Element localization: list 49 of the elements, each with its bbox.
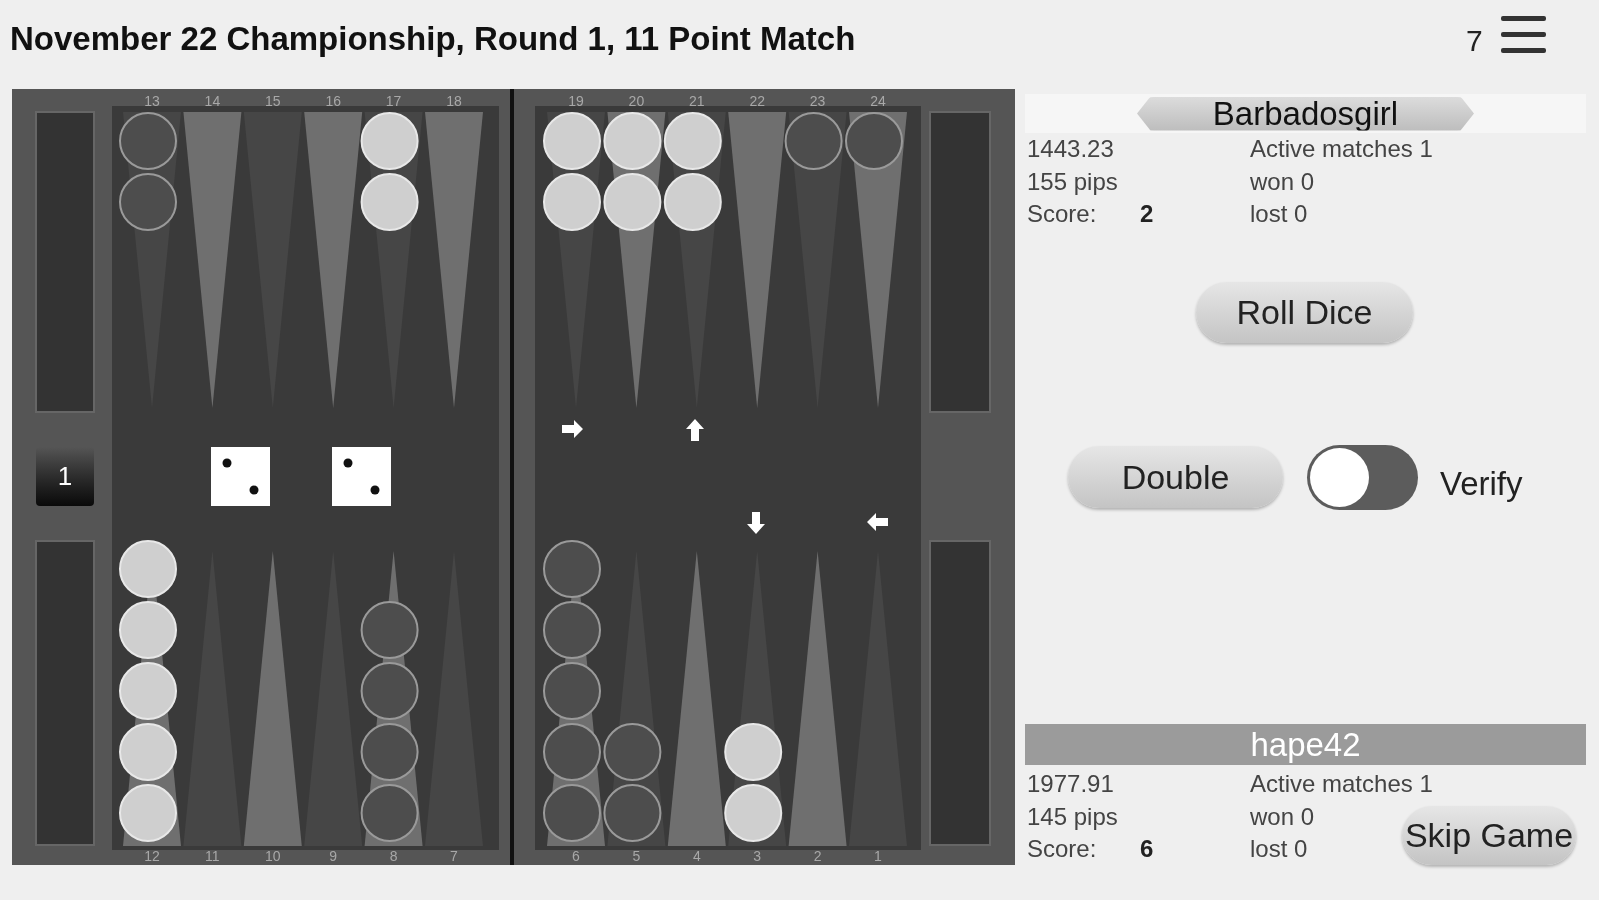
stat-text: 145 pips — [1027, 803, 1118, 830]
point-number: 2 — [813, 847, 822, 866]
stat-text: 1443.23 — [1027, 136, 1114, 162]
skip-game-button: Skip Game — [1402, 806, 1576, 865]
point-number: 15 — [265, 92, 281, 111]
stat-text: won 0 — [1250, 803, 1315, 830]
point-number: 4 — [692, 847, 701, 866]
toggle-label: Verify — [1440, 464, 1523, 504]
doubling-cube: 1 — [36, 447, 94, 506]
roll-dice-button: Roll Dice — [1196, 282, 1413, 343]
point-number: 10 — [265, 847, 281, 866]
stat-text: lost 0 — [1250, 836, 1308, 862]
point-number: 24 — [870, 92, 886, 111]
point-number: 9 — [329, 847, 338, 866]
point-number: 12 — [144, 847, 160, 866]
stat-text: Active matches 1 — [1250, 771, 1433, 797]
stat-text: 6 — [1140, 836, 1154, 862]
point-number: 22 — [749, 92, 765, 111]
stat-text: 155 pips — [1027, 168, 1118, 195]
player-name-bar: hape42 — [1025, 724, 1586, 765]
point-number: 6 — [572, 847, 580, 866]
point-number: 14 — [204, 92, 221, 111]
point-number: 8 — [389, 847, 398, 866]
point-number: 21 — [689, 92, 705, 111]
point-number: 20 — [628, 92, 645, 111]
die — [332, 447, 391, 506]
point-number: 7 — [450, 847, 458, 866]
point-number: 18 — [446, 92, 462, 111]
point-number: 1 — [874, 847, 882, 866]
title: November 22 Championship, Round 1, 11 Point Match — [10, 19, 856, 59]
stat-text: Score: — [1027, 836, 1097, 862]
double-button: Double — [1068, 446, 1283, 508]
point-number: 3 — [753, 847, 762, 866]
point-number: 19 — [568, 92, 584, 111]
stat-text: 1977.91 — [1027, 771, 1114, 797]
point-number: 5 — [632, 847, 641, 866]
stat-text: Active matches 1 — [1250, 136, 1433, 162]
point-number: 17 — [385, 92, 402, 111]
die — [211, 447, 270, 506]
counter: 7 — [1466, 23, 1483, 59]
stat-text: lost 0 — [1250, 201, 1308, 227]
stat-text: 2 — [1140, 201, 1154, 227]
point-number: 23 — [809, 92, 826, 111]
point-number: 11 — [205, 847, 220, 866]
stat-text: Score: — [1027, 201, 1097, 227]
player-name-banner: Barbadosgirl — [1137, 96, 1474, 131]
point-number: 13 — [144, 92, 160, 111]
stat-text: won 0 — [1250, 168, 1315, 195]
point-number: 16 — [325, 92, 341, 111]
